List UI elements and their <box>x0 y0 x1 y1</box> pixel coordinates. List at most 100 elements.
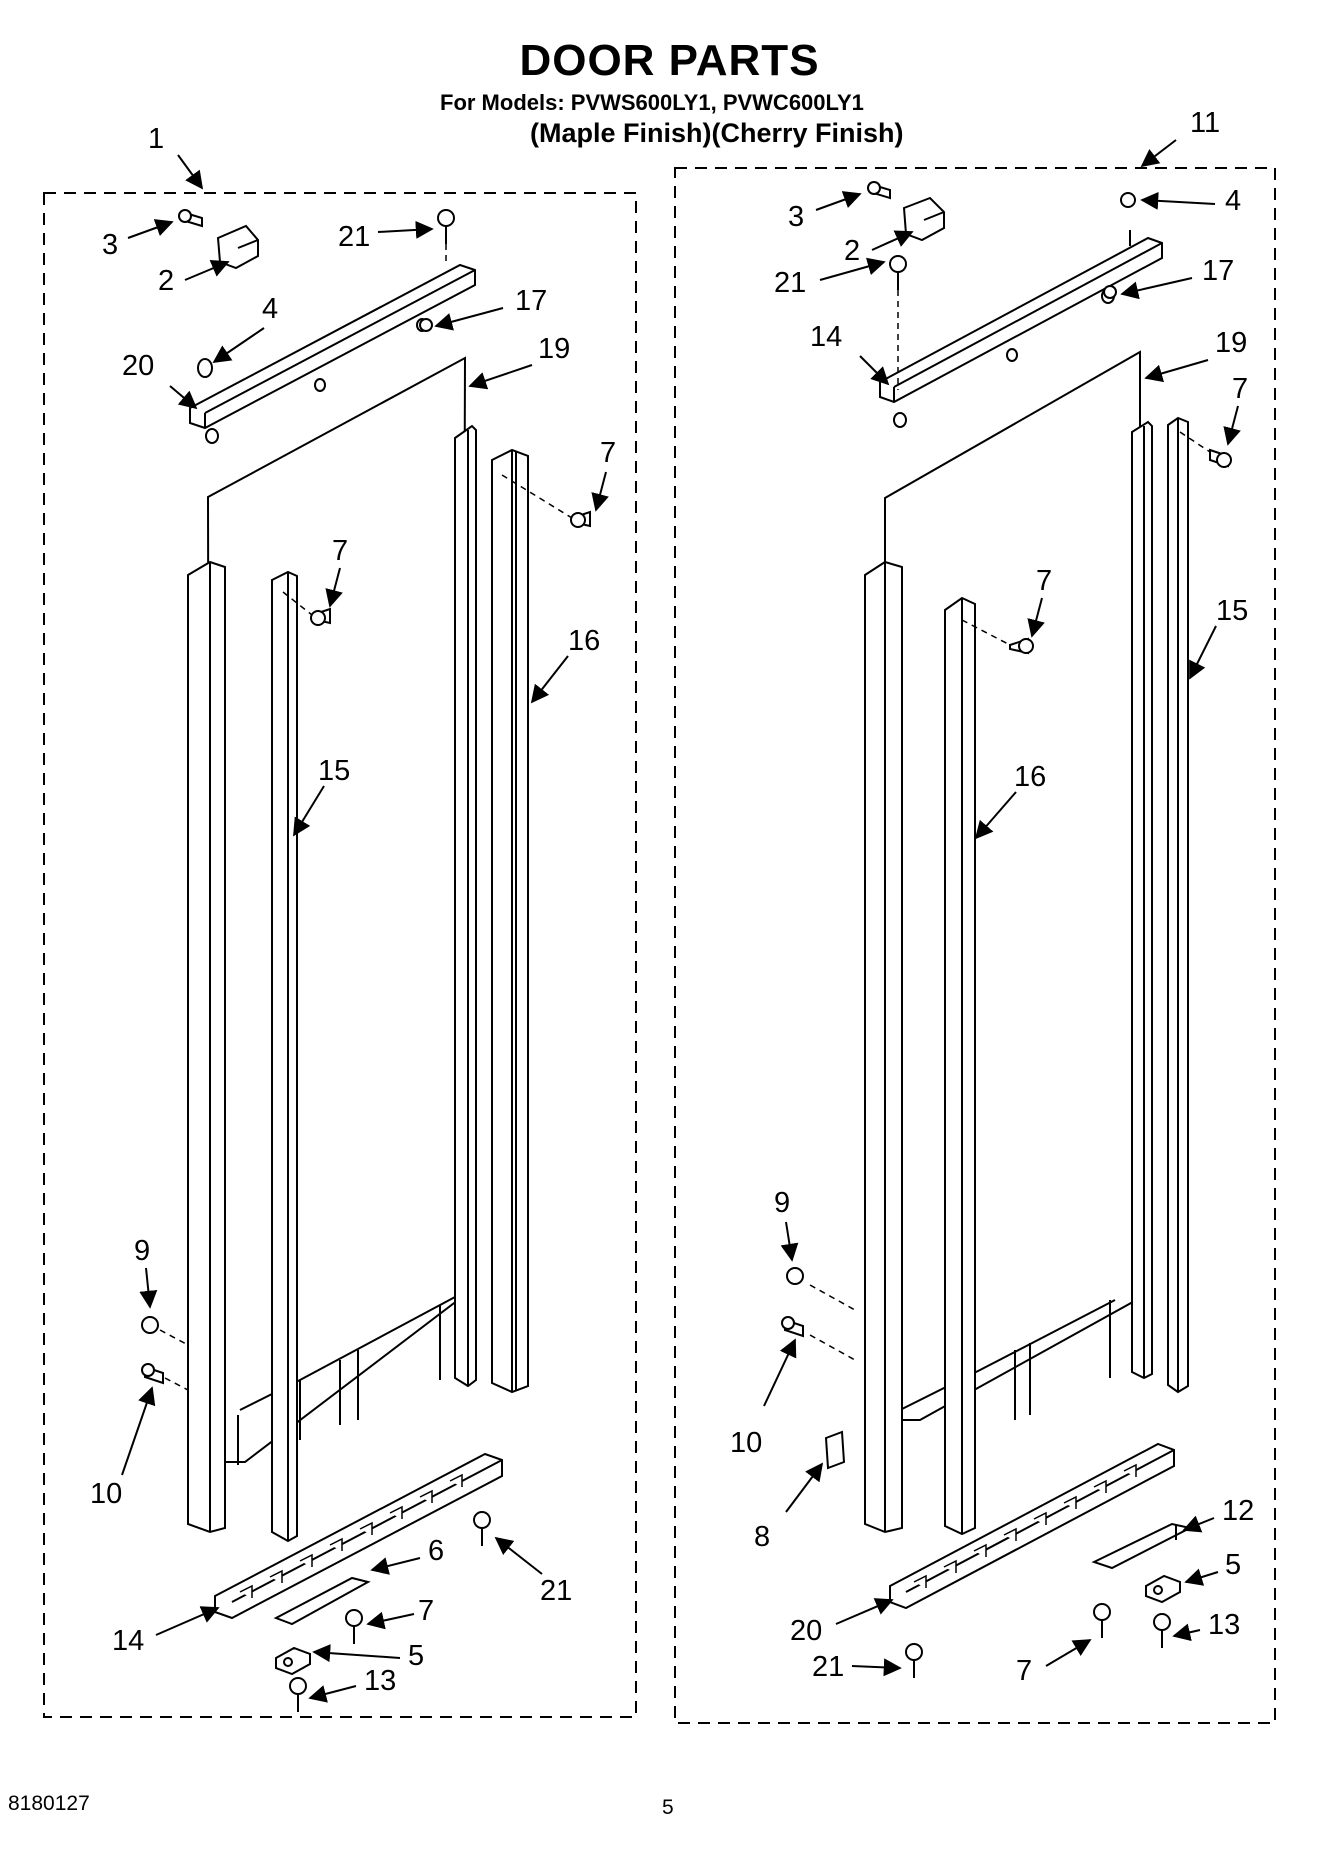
leader-13-r <box>1172 1623 1201 1642</box>
callout-17-r: 17 <box>1202 255 1234 287</box>
left-callouts: 1 3 2 21 17 4 20 19 7 7 16 15 9 10 6 21 … <box>90 123 616 1703</box>
leader-17 <box>434 307 504 331</box>
leader-9-r <box>780 1221 799 1262</box>
leader-11 <box>1140 139 1177 168</box>
leader-19 <box>468 364 533 390</box>
callout-19-r: 19 <box>1215 327 1247 359</box>
leader-21-top <box>377 220 434 239</box>
right-label-8 <box>824 1430 846 1470</box>
leader-7-mid <box>325 567 343 608</box>
left-screws <box>141 209 591 1712</box>
callout-13-r: 13 <box>1208 1609 1240 1641</box>
callout-7-mid: 7 <box>332 535 348 567</box>
leader-6 <box>370 1557 421 1575</box>
leader-7-upper <box>591 471 609 512</box>
left-trim-15 <box>271 570 298 1543</box>
callout-7-r-upper: 7 <box>1232 373 1248 405</box>
leader-19-r <box>1144 359 1209 383</box>
leader-7-r-mid <box>1027 597 1045 638</box>
leader-4-r <box>1140 191 1216 210</box>
right-front-strip <box>864 560 903 1534</box>
right-callouts: 11 3 4 2 21 17 14 19 7 7 15 16 9 10 8 12… <box>730 107 1254 1687</box>
left-door-panel <box>206 356 467 1465</box>
leader-12-r <box>1182 1515 1215 1533</box>
right-dashed-leaders <box>809 290 1211 1361</box>
leader-2 <box>184 259 230 281</box>
leader-7-r-upper <box>1223 405 1241 446</box>
right-screws <box>781 181 1232 1678</box>
callout-16-r: 16 <box>1014 761 1046 793</box>
callout-17: 17 <box>515 285 547 317</box>
models-subtitle: For Models: PVWS600LY1, PVWC600LY1 <box>440 90 864 115</box>
callout-21-bottom: 21 <box>540 1575 572 1607</box>
leader-16 <box>530 655 569 704</box>
left-assembly-boundary <box>43 192 637 1718</box>
leader-21-r-bottom <box>851 1658 902 1677</box>
callout-9: 9 <box>134 1235 150 1267</box>
document-number: 8180127 <box>8 1792 90 1815</box>
callout-10: 10 <box>90 1478 122 1510</box>
callout-3-r: 3 <box>788 201 804 233</box>
right-trim-16 <box>944 596 976 1536</box>
leader-8-r <box>785 1462 824 1513</box>
callout-9-r: 9 <box>774 1187 790 1219</box>
leader-17-r <box>1120 277 1193 300</box>
callout-13: 13 <box>364 1665 396 1697</box>
leader-2-r <box>871 230 914 251</box>
left-back-strip <box>454 424 477 1388</box>
callout-7-bottom: 7 <box>418 1595 434 1627</box>
callout-16: 16 <box>568 625 600 657</box>
callout-10-r: 10 <box>730 1427 762 1459</box>
callout-15: 15 <box>318 755 350 787</box>
callout-6: 6 <box>428 1535 444 1567</box>
callout-20: 20 <box>122 350 154 382</box>
leader-20-r <box>835 1598 894 1625</box>
leader-15 <box>293 785 325 837</box>
leader-5 <box>312 1644 401 1663</box>
leader-15-r <box>1189 625 1217 680</box>
callout-4: 4 <box>262 293 278 325</box>
leader-13 <box>308 1685 357 1703</box>
callout-21-r-bottom: 21 <box>812 1651 844 1683</box>
callout-5-r: 5 <box>1225 1549 1241 1581</box>
callout-21-r-top: 21 <box>774 267 806 299</box>
leader-1 <box>177 154 204 190</box>
callout-2-r: 2 <box>844 235 860 267</box>
callout-2: 2 <box>158 265 174 297</box>
callout-14: 14 <box>112 1625 144 1657</box>
leader-7-r-bottom <box>1045 1639 1092 1667</box>
callout-8-r: 8 <box>754 1521 770 1553</box>
callout-15-r: 15 <box>1216 595 1248 627</box>
callout-7-upper: 7 <box>600 437 616 469</box>
callout-4-r: 4 <box>1225 185 1241 217</box>
callout-11: 11 <box>1190 107 1220 139</box>
page-title: DOOR PARTS <box>519 36 820 85</box>
callout-20-r: 20 <box>790 1615 822 1647</box>
left-bracket-5 <box>275 1646 311 1676</box>
right-bracket-5 <box>1145 1574 1181 1604</box>
leader-14 <box>155 1606 220 1636</box>
left-bracket-6 <box>273 1576 371 1626</box>
left-dashed-leaders <box>159 244 573 1391</box>
leader-10-r <box>763 1338 797 1407</box>
finish-subtitle: (Maple Finish)(Cherry Finish) <box>530 118 904 148</box>
callout-3: 3 <box>102 229 118 261</box>
leader-5-r <box>1184 1568 1219 1586</box>
left-bottom-rail <box>214 1452 503 1620</box>
leader-7-bottom <box>366 1611 415 1630</box>
right-assembly-boundary <box>674 167 1276 1724</box>
callout-1: 1 <box>148 123 164 155</box>
callout-7-r-mid: 7 <box>1036 565 1052 597</box>
leader-3 <box>127 219 174 239</box>
leader-20 <box>169 385 198 410</box>
leader-4 <box>212 327 265 364</box>
callout-7-r-bottom: 7 <box>1016 1655 1032 1687</box>
page-number: 5 <box>662 1796 674 1819</box>
right-bracket-12 <box>1091 1522 1193 1570</box>
callout-19: 19 <box>538 333 570 365</box>
callout-14-r: 14 <box>810 321 842 353</box>
left-hinge-2 <box>216 224 259 270</box>
right-back-strip <box>1131 420 1153 1380</box>
leader-10 <box>121 1386 156 1476</box>
